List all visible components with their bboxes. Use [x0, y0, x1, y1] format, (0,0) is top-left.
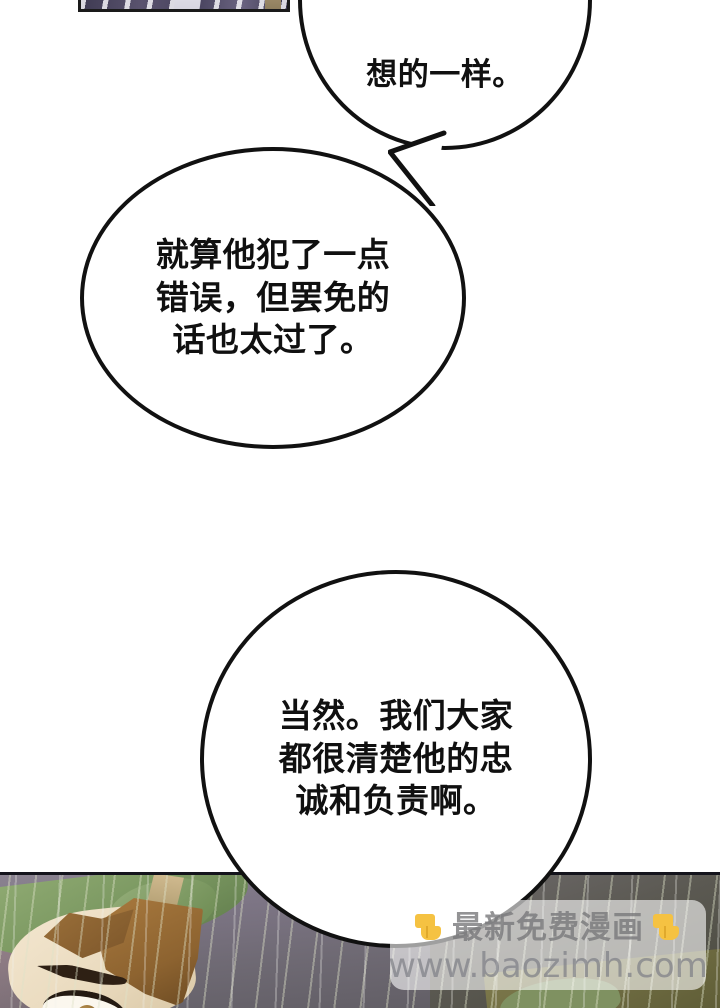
speech-bubble-bottom: 当然。我们大家 都很清楚他的忠 诚和负责啊。: [200, 570, 592, 948]
watermark-url[interactable]: www.baozimh.com: [390, 946, 706, 986]
point-down-hand-icon: [652, 912, 682, 944]
site-watermark[interactable]: 最新免费漫画 www.baozimh.com: [390, 900, 706, 990]
speech-bubble-top-tail: [388, 130, 447, 206]
speech-bubble-top: 想的一样。: [298, 0, 592, 150]
character-iris: [76, 1005, 98, 1008]
speech-bubble-middle: 就算他犯了一点 错误，但罢免的 话也太过了。: [80, 147, 466, 449]
panel-beige-shape: [265, 0, 281, 9]
watermark-title-row: 最新免费漫画: [390, 906, 706, 950]
top-partial-panel: [78, 0, 290, 12]
speech-bubble-bottom-text: 当然。我们大家 都很清楚他的忠 诚和负责啊。: [278, 696, 514, 820]
speech-bubble-middle-text: 就算他犯了一点 错误，但罢免的 话也太过了。: [155, 235, 391, 359]
watermark-title: 最新免费漫画: [452, 909, 644, 946]
watermark-url-row: www.baozimh.com: [390, 946, 706, 986]
speech-bubble-top-text: 想的一样。: [366, 56, 524, 92]
point-down-hand-icon: [414, 912, 444, 944]
